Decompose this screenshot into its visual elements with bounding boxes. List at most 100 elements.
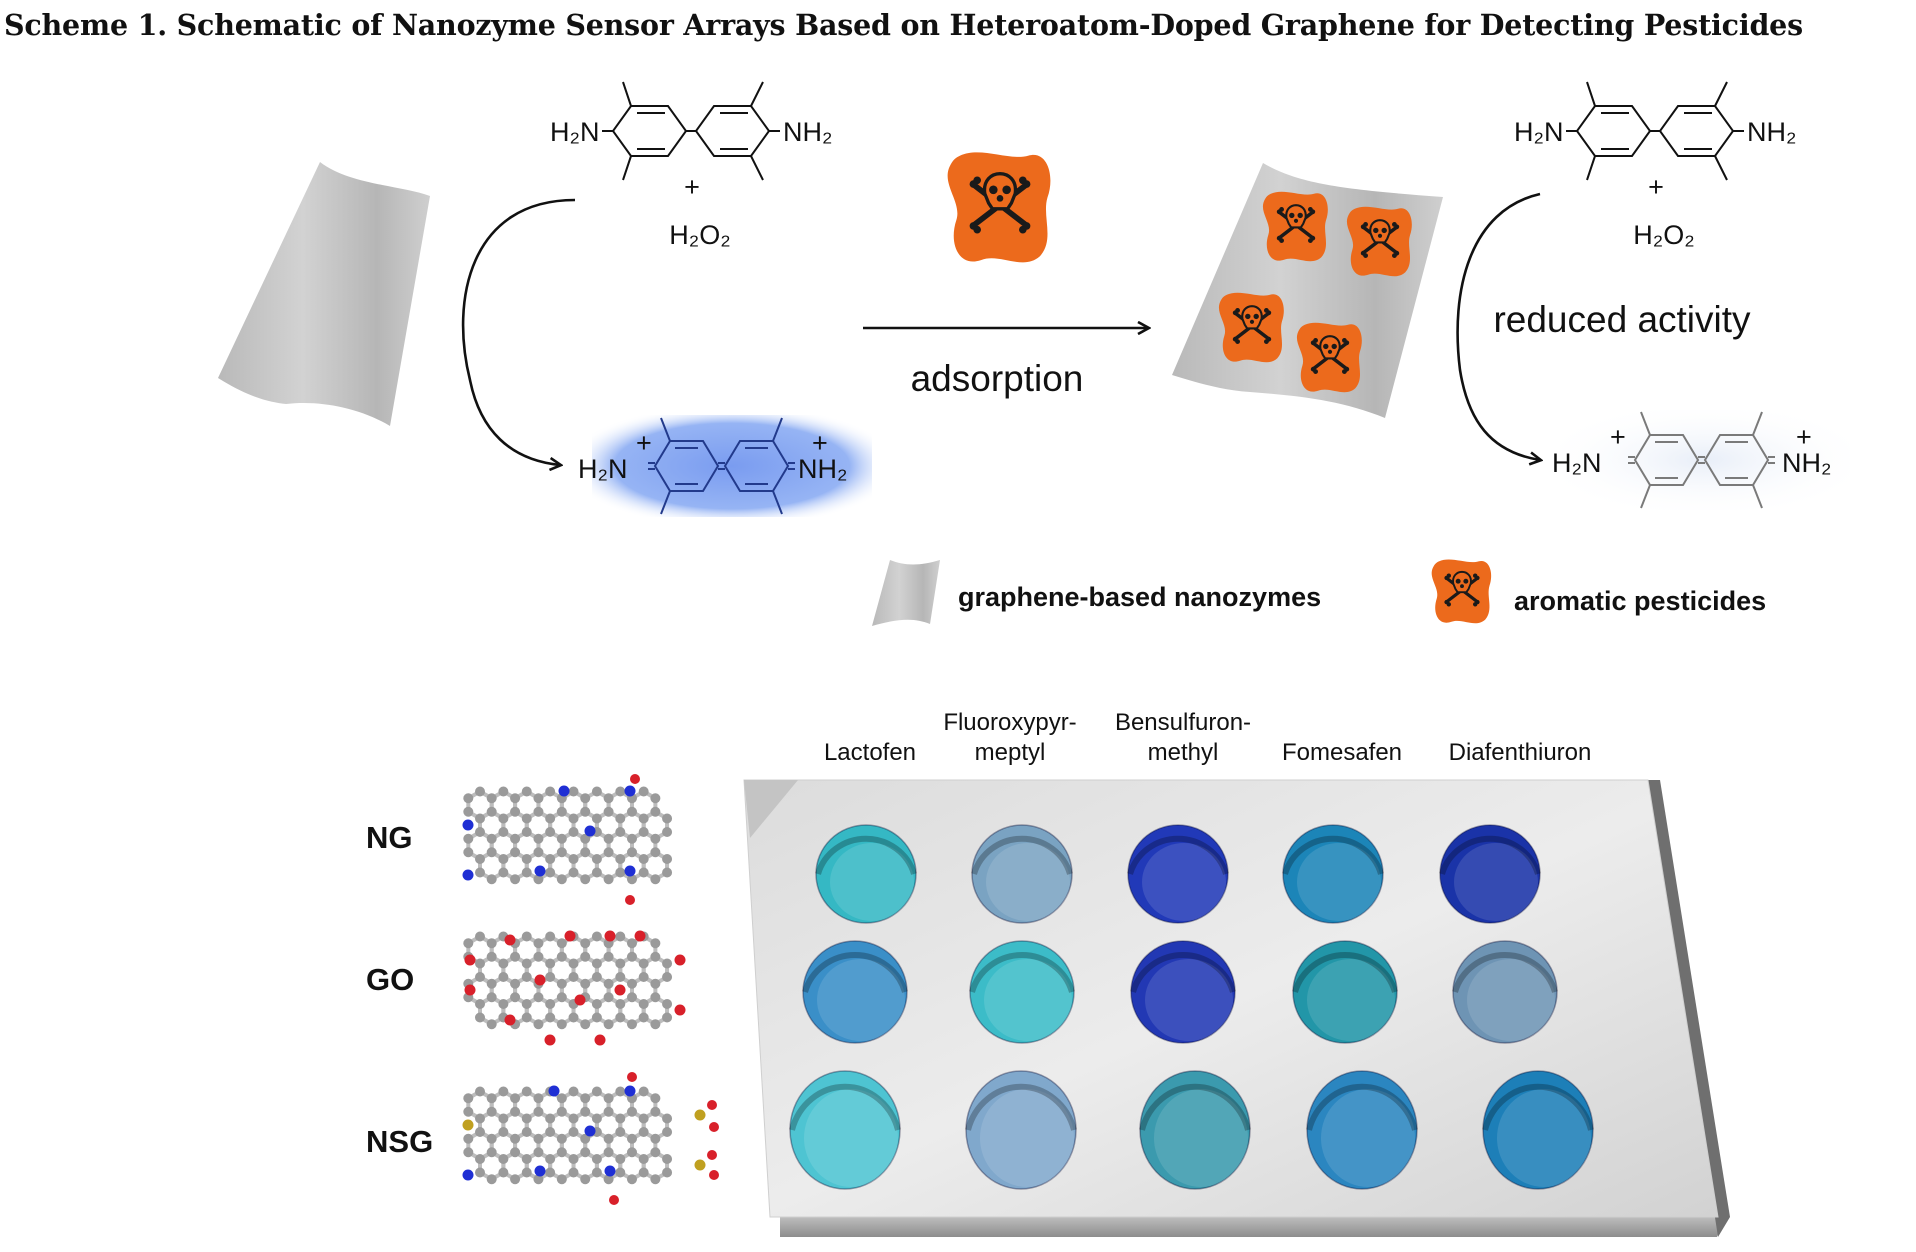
carbon-atom (510, 1093, 521, 1104)
carbon-atom (650, 793, 661, 804)
carbon-atom (498, 1086, 509, 1097)
oxygen-atom (594, 1034, 606, 1046)
row-label-ng: NG (366, 820, 413, 855)
carbon-atom (568, 786, 579, 797)
oxygen-atom (544, 1034, 556, 1046)
well-shadow (1282, 835, 1384, 875)
reduced-activity-label: reduced activity (1493, 299, 1751, 340)
well-shadow (969, 952, 1075, 993)
nitrogen-atom (624, 785, 636, 797)
column-label-line2: methyl (1147, 739, 1219, 766)
carbon-atom (662, 1127, 673, 1137)
carbon-atom (498, 1167, 509, 1178)
carbon-atom (568, 854, 579, 864)
nitrogen-atom (624, 1085, 636, 1097)
carbon-atom (650, 1093, 661, 1104)
carbon-atom (638, 867, 649, 878)
carbon-atom (591, 813, 602, 824)
carbon-atom (556, 978, 567, 989)
carbon-atom (533, 1147, 544, 1158)
carbon-atom (591, 854, 602, 864)
carbon-atom (463, 847, 474, 858)
carbon-atom (568, 972, 579, 982)
carbon-atom (556, 1019, 567, 1030)
curved-arrow-left (461, 198, 576, 465)
oxygen-atom (604, 930, 616, 942)
carbon-atom (638, 1127, 649, 1137)
carbon-atom (510, 978, 521, 989)
adsorbed-pesticide-1 (1262, 191, 1328, 262)
carbon-atom (475, 1012, 485, 1023)
carbon-atom (615, 1113, 626, 1124)
carbon-atom (603, 833, 614, 844)
well-liquid (1292, 940, 1398, 1044)
carbon-atom (626, 847, 637, 858)
carbon-atom (603, 1093, 614, 1104)
carbon-atom (603, 1174, 614, 1185)
carbon-atom (568, 827, 579, 837)
carbon-atom (580, 951, 591, 962)
carbon-atom (568, 813, 579, 824)
well-liquid (1127, 824, 1229, 924)
carbon-atom (662, 1167, 673, 1178)
carbon-atom (568, 958, 579, 969)
carbon-atom (638, 972, 649, 982)
skull-crossbones-icon (1431, 559, 1492, 624)
carbon-atom (568, 1086, 579, 1097)
carbon-atom (650, 1133, 661, 1144)
carbon-atom (591, 958, 602, 969)
row-label-nsg: NSG (366, 1124, 434, 1159)
carbon-atom (533, 793, 544, 804)
well-ng-1 (815, 824, 917, 924)
carbon-atom (580, 833, 591, 844)
oxygen-atom (464, 954, 476, 966)
carbon-atom (638, 999, 649, 1009)
column-label-line1 (800, 708, 940, 738)
carbon-atom (556, 951, 567, 962)
carbon-atom (626, 978, 637, 989)
carbon-atom (463, 1147, 474, 1158)
carbon-atom (498, 999, 509, 1009)
carbon-atom (533, 806, 544, 817)
carbon-atom (591, 1167, 602, 1178)
well-shadow (1127, 835, 1229, 875)
oxygen-atom (709, 1170, 719, 1180)
carbon-atom (475, 1113, 485, 1124)
oxygen-atom (534, 974, 546, 986)
well-nsg-1 (789, 1070, 901, 1190)
column-label-line1 (1420, 708, 1620, 738)
carbon-atom (626, 1147, 637, 1158)
carbon-atom (603, 806, 614, 817)
well-shadow (789, 1083, 901, 1131)
well-highlight (1145, 959, 1233, 1041)
carbon-atom (556, 1147, 567, 1158)
well-highlight (1307, 959, 1395, 1041)
carbon-atom (568, 1154, 579, 1164)
carbon-atom (533, 847, 544, 858)
carbon-atom (603, 1133, 614, 1144)
carbon-atom (533, 1093, 544, 1104)
carbon-atom (662, 972, 673, 982)
carbon-atom (615, 827, 626, 837)
well-shadow (802, 952, 908, 993)
adsorbed-pesticide-3 (1218, 292, 1284, 363)
nitrogen-atom (558, 785, 570, 797)
carbon-atom (486, 874, 497, 885)
row-label-go: GO (366, 962, 415, 997)
carbon-atom (521, 1012, 532, 1023)
carbon-atom (486, 1174, 497, 1185)
carbon-atom (510, 1106, 521, 1117)
well-shadow (1139, 1083, 1251, 1131)
carbon-atom (556, 833, 567, 844)
scheme-title: Scheme 1. Schematic of Nanozyme Sensor A… (4, 8, 1803, 42)
carbon-atom (638, 1012, 649, 1023)
nitrogen-atom (462, 819, 474, 831)
tmb-structure-left (602, 81, 780, 181)
sulfur-atom (462, 1119, 474, 1131)
well-go-5 (1452, 940, 1558, 1044)
well-highlight (1497, 1089, 1591, 1187)
well-ng-2 (971, 824, 1073, 924)
carbon-atom (475, 813, 485, 824)
carbon-atom (475, 1127, 485, 1137)
carbon-atom (510, 874, 521, 885)
